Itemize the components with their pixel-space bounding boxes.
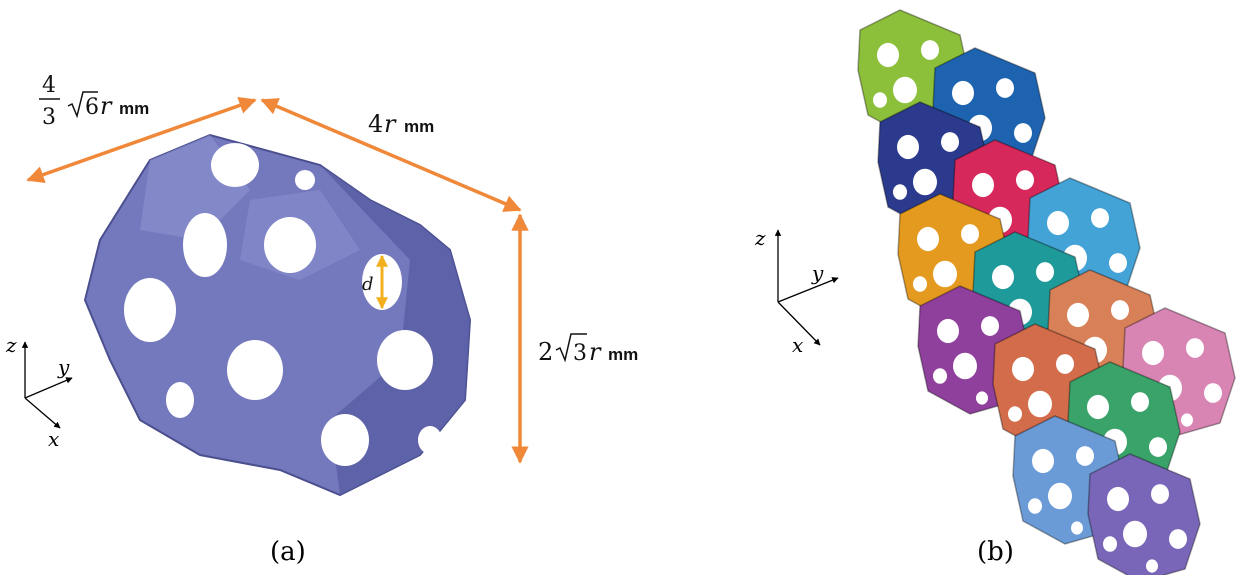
variable-r: r xyxy=(589,338,602,366)
lattice-pore xyxy=(937,318,959,344)
axis-label-x: x xyxy=(792,333,803,357)
lattice-pore xyxy=(941,132,959,152)
lattice-pore xyxy=(1131,392,1149,412)
lattice-pore xyxy=(1149,437,1167,457)
lattice-pore xyxy=(1008,406,1022,422)
lattice-pore xyxy=(1067,302,1089,328)
lattice-pore xyxy=(1181,413,1193,427)
lattice-pore xyxy=(1016,170,1034,190)
fraction-numerator: 4 xyxy=(42,73,56,98)
axis-triad-b: z y x xyxy=(754,226,839,357)
lattice-pore xyxy=(1012,356,1034,382)
lattice-pore xyxy=(893,76,917,104)
lattice-pore xyxy=(992,264,1014,290)
lattice-pore xyxy=(961,224,979,244)
axis-label-y: y xyxy=(57,355,70,379)
lattice-pore xyxy=(1028,498,1042,514)
lattice-pore xyxy=(976,391,988,405)
axis-label-z: z xyxy=(5,333,17,357)
caption-b: (b) xyxy=(977,537,1014,567)
lattice-block xyxy=(1087,453,1201,575)
dimension-label-right: 4 r mm xyxy=(368,110,434,138)
lattice-pore xyxy=(913,168,937,196)
lattice-pore xyxy=(1036,262,1054,282)
lattice-pore xyxy=(933,260,957,288)
lattice-pore xyxy=(1056,354,1074,374)
dimension-label-height: 2 3 r mm xyxy=(538,333,638,366)
lattice-pore xyxy=(913,276,927,292)
lattice-unit-cell xyxy=(83,133,472,497)
coefficient: 4 xyxy=(368,110,383,138)
variable-r: r xyxy=(384,110,397,138)
axis-label-x: x xyxy=(48,427,59,451)
lattice-pore xyxy=(1028,390,1052,418)
lattice-pore xyxy=(1103,536,1117,552)
lattice-pore xyxy=(1151,484,1169,504)
panel-b: z y x (b) xyxy=(754,9,1236,575)
lattice-pore xyxy=(952,80,974,106)
lattice-pore xyxy=(1169,529,1187,549)
lattice-pore xyxy=(1142,340,1164,366)
lattice-pore xyxy=(917,226,939,252)
lattice-pore xyxy=(1146,559,1158,573)
lattice-pore xyxy=(1076,446,1094,466)
lattice-pore xyxy=(1186,338,1204,358)
coefficient: 2 xyxy=(538,338,553,366)
lattice-pore xyxy=(1109,253,1127,273)
lattice-pore xyxy=(893,184,907,200)
axis-label-y: y xyxy=(811,261,824,285)
dimension-arrow-left xyxy=(26,96,257,184)
panel-a: d 4 3 6 r mm 4 r mm 2 3 r mm xyxy=(5,73,638,567)
lattice-pore xyxy=(981,316,999,336)
unit-label: mm xyxy=(608,345,638,364)
lattice-pore xyxy=(921,40,939,60)
lattice-pore xyxy=(1204,383,1222,403)
lattice-array xyxy=(857,9,1236,575)
lattice-pore xyxy=(1048,482,1072,510)
lattice-pore xyxy=(1071,521,1083,535)
fraction-denominator: 3 xyxy=(42,105,56,130)
lattice-pore xyxy=(972,172,994,198)
dimension-arrow-right xyxy=(260,98,522,212)
lattice-pore xyxy=(873,92,887,108)
lattice-pore xyxy=(1111,300,1129,320)
lattice-pore xyxy=(1123,520,1147,548)
lattice-pore xyxy=(1107,486,1129,512)
lattice-pore xyxy=(1087,394,1109,420)
pore-diameter-label: d xyxy=(362,274,374,295)
lattice-pore xyxy=(1047,210,1069,236)
lattice-pore xyxy=(1014,123,1032,143)
root-radicand: 3 xyxy=(573,341,587,366)
dimension-label-left: 4 3 6 r mm xyxy=(39,73,149,130)
lattice-pore xyxy=(953,352,977,380)
lattice-pore xyxy=(877,42,899,68)
lattice-pore xyxy=(933,368,947,384)
root-radicand: 6 xyxy=(85,95,99,120)
lattice-pore xyxy=(1091,208,1109,228)
caption-a: (a) xyxy=(270,537,306,567)
axis-label-z: z xyxy=(754,226,766,250)
lattice-pore xyxy=(1032,448,1054,474)
lattice-pore xyxy=(897,134,919,160)
axis-triad-a: z y x xyxy=(5,333,73,451)
variable-r: r xyxy=(100,92,113,120)
lattice-pore xyxy=(996,78,1014,98)
unit-label: mm xyxy=(404,117,434,136)
unit-label: mm xyxy=(119,99,149,118)
